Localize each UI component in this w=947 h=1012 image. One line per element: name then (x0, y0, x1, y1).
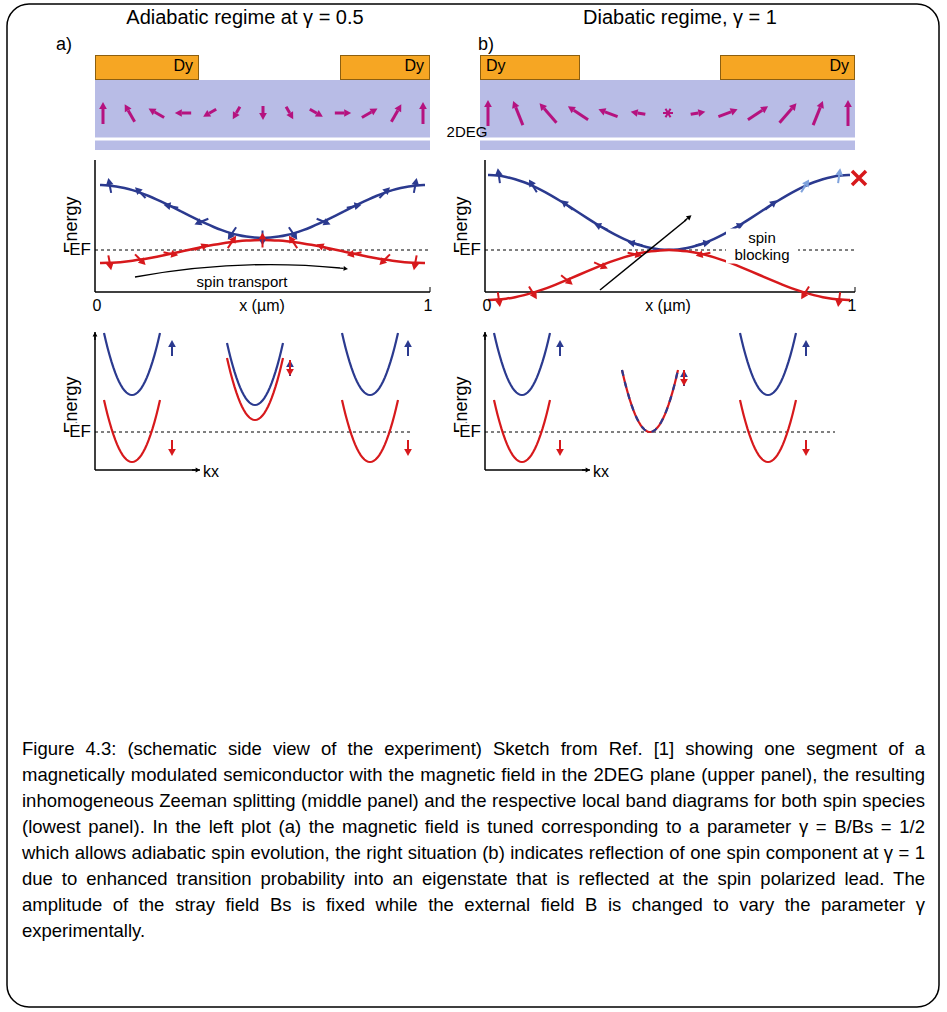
fermi-level: EF (459, 241, 481, 260)
semiconductor-band (95, 80, 430, 150)
figure-caption: Figure 4.3: (schematic side view of the … (22, 736, 925, 944)
axis-title: x (µm) (645, 297, 691, 315)
axis-title: x (µm) (239, 297, 285, 315)
magnet-label: Dy (829, 57, 849, 75)
magnet-stripe: Dy (720, 55, 855, 80)
annotation: spin blocking (726, 229, 798, 264)
semiconductor-band (480, 80, 855, 150)
tick-label: 0 (93, 297, 102, 315)
panel-letter: a) (56, 35, 72, 55)
panel-title: Adiabatic regime at γ = 0.5 (126, 6, 363, 28)
tick-label: 0 (483, 297, 492, 315)
band-diagrams (104, 333, 810, 462)
field-arrows (99, 100, 852, 126)
magnet-label: Dy (486, 57, 506, 75)
axes (93, 160, 855, 472)
tick-label: 1 (424, 297, 433, 315)
panel-title: Diabatic regime, γ = 1 (583, 6, 777, 28)
layer-name: 2DEG (447, 124, 488, 141)
zeeman-curves (100, 168, 866, 307)
magnet-label: Dy (173, 57, 193, 75)
magnet-stripe: Dy (480, 55, 580, 80)
fermi-level: EF (69, 423, 91, 442)
magnet-label: Dy (404, 57, 424, 75)
fermi-level: EF (69, 241, 91, 260)
magnet-stripe: Dy (95, 55, 199, 80)
panel-letter: b) (478, 35, 494, 55)
annotation: spin transport (197, 274, 288, 291)
frame (7, 4, 939, 1007)
axis-title: kx (203, 463, 219, 481)
sketch (93, 80, 866, 472)
axis-title: kx (593, 463, 609, 481)
magnet-stripe: Dy (340, 55, 430, 80)
tick-label: 1 (848, 297, 857, 315)
fermi-level: EF (459, 423, 481, 442)
